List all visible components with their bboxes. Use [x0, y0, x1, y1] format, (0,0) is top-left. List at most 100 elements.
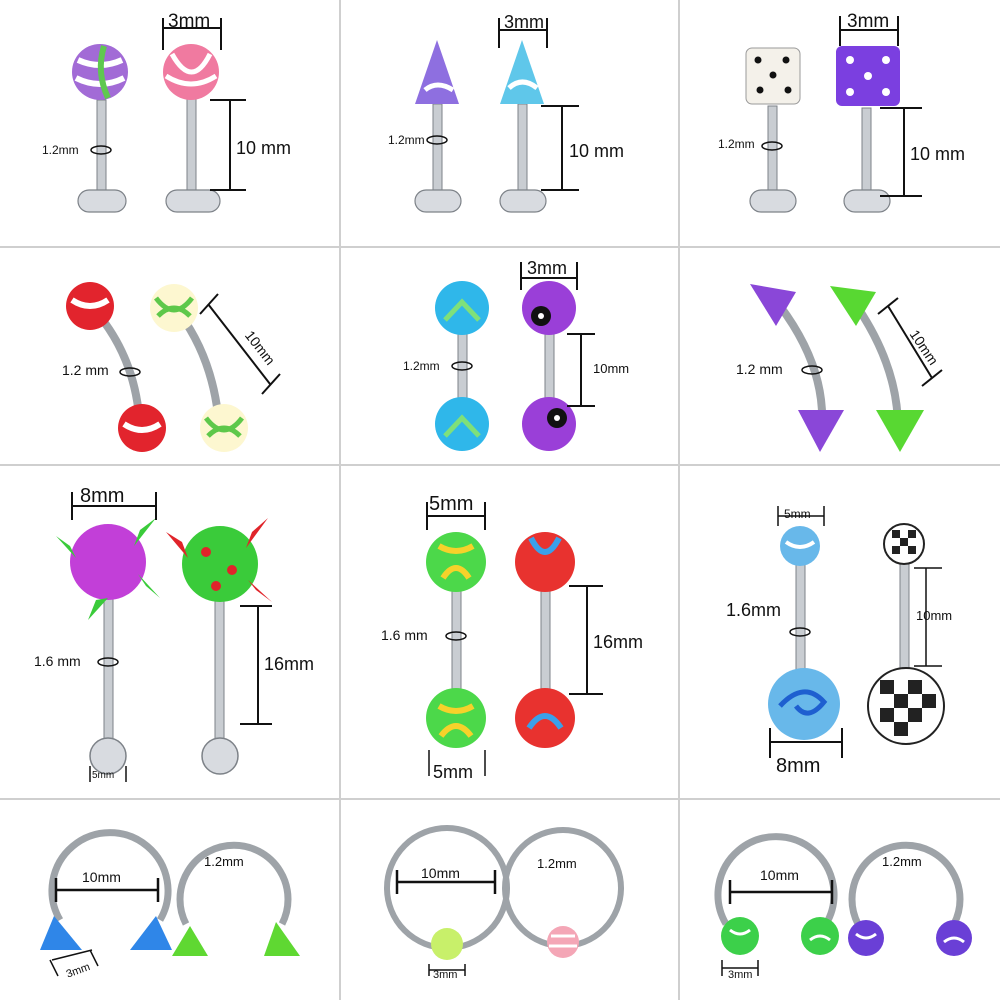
tongue-spiky-illustration: 8mm 16mm 1.6 mm 5mm: [34, 485, 314, 782]
measure-bottom: [89, 766, 127, 782]
spike-left-bottom: [798, 410, 844, 452]
label-bottom: 8mm: [776, 755, 820, 777]
ball-left-top: [426, 532, 486, 592]
spike-right-a: [172, 926, 208, 956]
label-gauge: 1.6mm: [726, 600, 781, 620]
ball-left-bottom: [768, 668, 840, 740]
label-gauge: 1.6 mm: [34, 653, 81, 669]
spike-left-a: [40, 916, 82, 950]
tongue-tiedye-illustration: 5mm 16mm 1.6 mm 5mm: [381, 493, 643, 782]
label-bottom: 3mm: [65, 961, 92, 981]
measure-length: [210, 99, 246, 191]
measure-length: [880, 107, 922, 197]
label-length: 16mm: [264, 654, 314, 674]
gauge-ring: [451, 361, 473, 371]
cell-horseshoe-ball: 10mm 1.2mm 3mm: [680, 800, 1000, 1000]
spiky-ball-left: [56, 518, 160, 620]
cell-tongue-spiky: 8mm 16mm 1.6 mm 5mm: [0, 466, 339, 798]
curved-ball-illustration: 10mm 1.2 mm: [62, 282, 281, 452]
gauge-ring: [97, 657, 119, 667]
label-length: 10mm: [593, 361, 629, 376]
labret-dice-illustration: 3mm 10 mm 1.2mm: [718, 11, 965, 213]
measure-top: [162, 18, 222, 50]
straight-ball-illustration: 3mm 10mm 1.2mm: [403, 258, 629, 451]
label-top: 3mm: [168, 11, 210, 32]
label-length: 10mm: [242, 327, 279, 368]
label-gauge: 1.2mm: [718, 137, 755, 151]
barbell-left: [414, 40, 462, 213]
belly-swirl-illustration: 5mm 10mm 1.6mm 8mm: [726, 506, 952, 777]
labret-swirl-illustration: 3mm 10 mm 1.2mm: [42, 11, 291, 213]
spiky-ball-right: [166, 518, 272, 602]
horseshoe-ball-illustration: 10mm 1.2mm 3mm: [714, 833, 972, 981]
label-gauge: 1.2 mm: [736, 361, 783, 377]
label-bottom: 5mm: [92, 770, 114, 781]
label-length: 10 mm: [569, 141, 624, 161]
captive-ring-illustration: 10mm 1.2mm 3mm: [384, 825, 624, 981]
measure-inner: [54, 878, 160, 902]
label-length: 10 mm: [910, 144, 965, 164]
label-gauge: 1.2mm: [388, 133, 425, 147]
label-gauge: 1.2mm: [882, 854, 922, 869]
spike-right-b: [264, 922, 300, 956]
cell-labret-swirl: 3mm 10 mm 1.2mm: [0, 0, 339, 246]
gauge-ring: [801, 365, 823, 375]
label-gauge: 1.2mm: [204, 854, 244, 869]
gauge-ring: [445, 631, 467, 641]
barbell-left: [745, 47, 801, 213]
gauge-ring: [426, 135, 448, 145]
measure-inner: [395, 870, 497, 894]
label-bottom: 5mm: [433, 762, 473, 782]
measure-bottom: [769, 728, 843, 758]
cell-horseshoe-spike: 10mm 1.2mm 3mm: [0, 800, 339, 1000]
label-top: 8mm: [80, 485, 124, 507]
label-top: 3mm: [847, 11, 889, 32]
barbell-right: [499, 40, 547, 213]
spike-left-top: [750, 284, 796, 326]
cell-labret-dice: 3mm 10 mm 1.2mm: [680, 0, 1000, 246]
cell-labret-spike: 3mm 10 mm 1.2mm: [341, 0, 678, 246]
ball-right-top: [522, 281, 576, 335]
measure-length: [914, 567, 942, 667]
label-top: 5mm: [429, 493, 473, 515]
measure-length: [567, 333, 595, 407]
spike-left: [415, 40, 459, 104]
cell-captive-ring: 10mm 1.2mm 3mm: [341, 800, 678, 1000]
label-gauge: 1.2 mm: [62, 362, 109, 378]
cell-straight-ball: 3mm 10mm 1.2mm: [341, 248, 678, 464]
label-length: 10mm: [916, 608, 952, 623]
horseshoe-spike-illustration: 10mm 1.2mm 3mm: [40, 829, 300, 981]
ball-left-a: [721, 917, 759, 955]
label-top: 5mm: [784, 507, 811, 521]
cell-belly-swirl: 5mm 10mm 1.6mm 8mm: [680, 466, 1000, 798]
ball-right-bottom: [201, 737, 239, 775]
label-gauge: 1.6 mm: [381, 627, 428, 643]
measure-top: [71, 492, 157, 520]
labret-spike-illustration: 3mm 10 mm 1.2mm: [388, 12, 624, 213]
gauge-ring: [90, 145, 112, 155]
ball-right-top: [515, 532, 575, 592]
barbell-right: [163, 44, 221, 213]
measure-length: [877, 297, 943, 387]
measure-length: [541, 105, 579, 191]
spike-right-top: [830, 286, 876, 326]
captive-bead-right: [547, 926, 579, 958]
gauge-ring: [789, 627, 811, 637]
spike-left-b: [130, 916, 172, 950]
label-length: 10 mm: [236, 138, 291, 158]
measure-top: [498, 18, 548, 48]
gauge-ring: [761, 141, 783, 151]
label-top: 3mm: [504, 12, 544, 32]
barbell-right: [836, 46, 900, 213]
gauge-ring: [119, 367, 141, 377]
measure-length: [240, 605, 272, 725]
measure-top: [777, 506, 825, 526]
measure-bottom: [721, 960, 759, 976]
spike-right: [500, 40, 544, 104]
measure-inner: [728, 880, 834, 904]
label-inner: 10mm: [82, 869, 121, 885]
label-gauge: 1.2mm: [42, 143, 79, 157]
label-bottom: 3mm: [728, 969, 752, 981]
cell-curved-spike: 10mm 1.2 mm: [680, 248, 1000, 464]
